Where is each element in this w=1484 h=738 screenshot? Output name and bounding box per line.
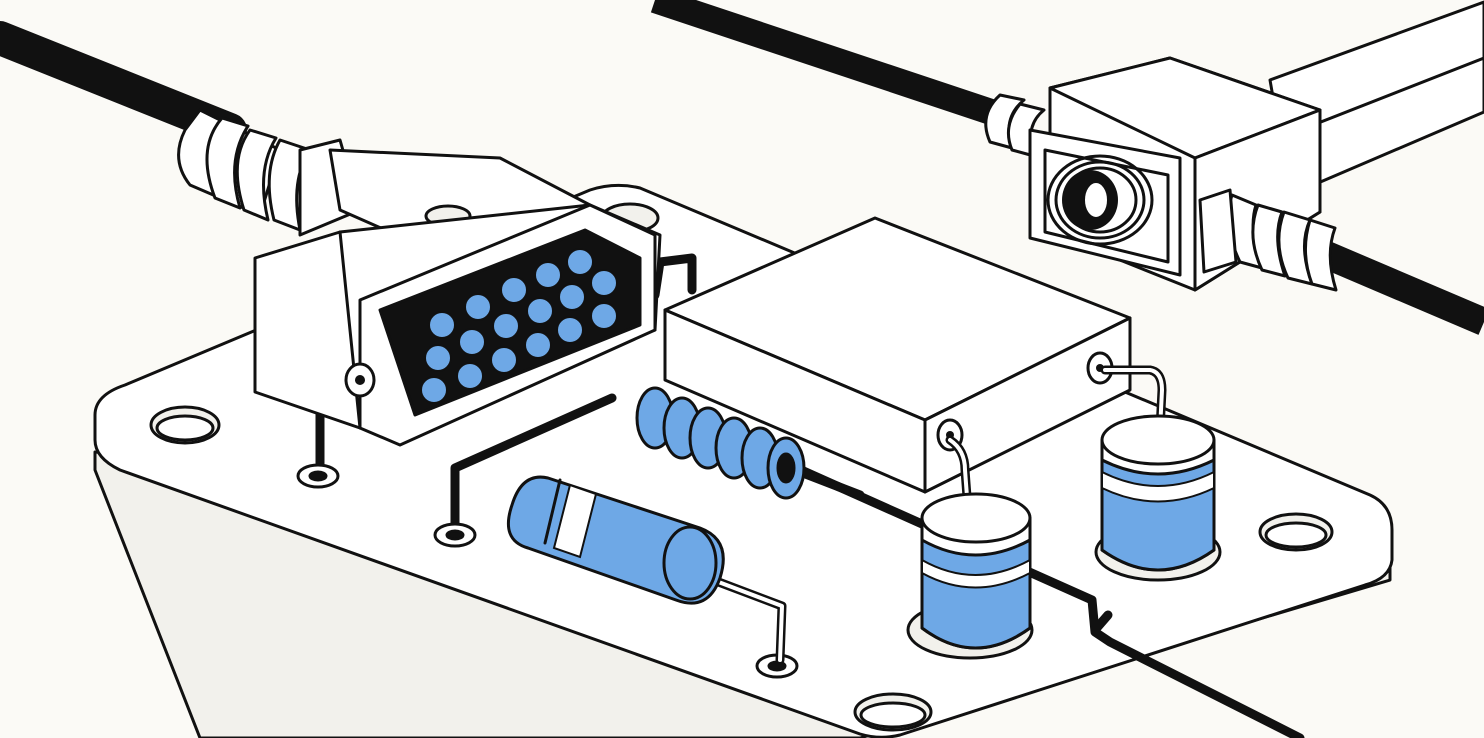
- multi-pin-connector: [177, 108, 662, 447]
- electrolytic-capacitor: [906, 435, 1034, 660]
- ic-package: [663, 216, 1132, 494]
- inline-coupler: [984, 56, 1338, 292]
- via-pads: [296, 463, 799, 679]
- coil-inductor: [635, 386, 865, 500]
- mounting-holes: [149, 202, 1334, 732]
- black-cables: [0, 0, 1484, 335]
- electrolytic-capacitor: [1094, 365, 1222, 582]
- axial-resistor: [507, 475, 787, 665]
- connector-pins: [420, 248, 618, 404]
